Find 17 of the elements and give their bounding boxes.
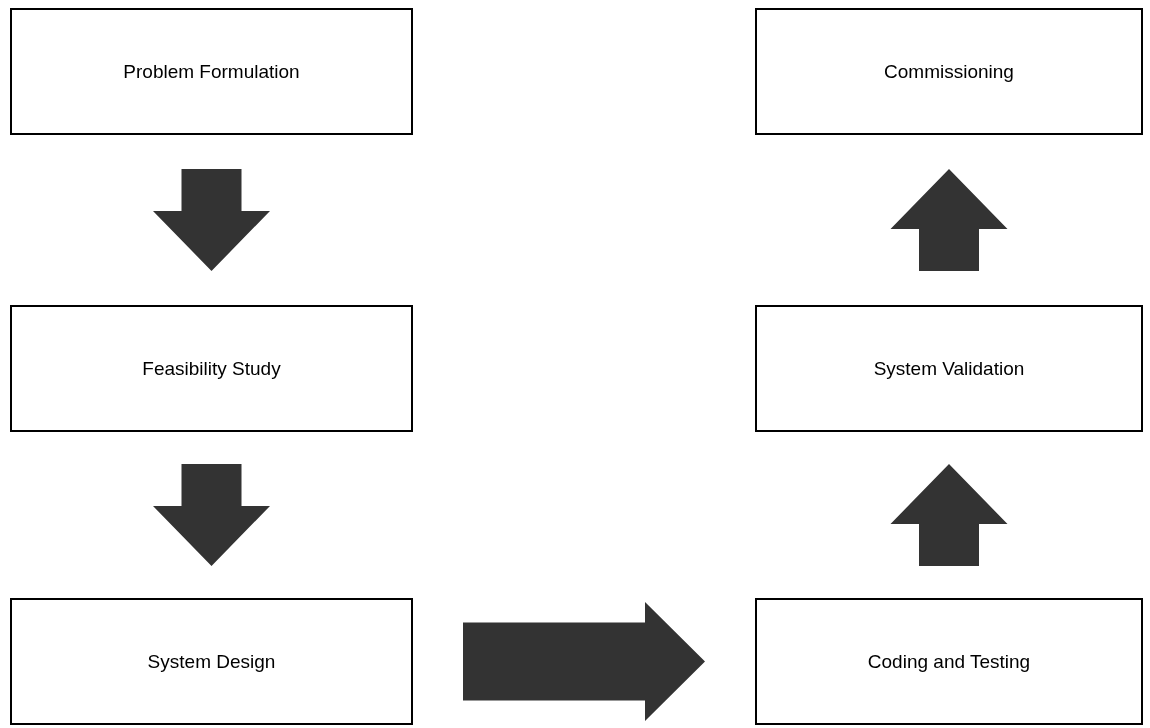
process-box <box>755 598 1143 725</box>
box-label: System Design <box>147 650 276 673</box>
box-label: Commissioning <box>884 60 1014 83</box>
process-box <box>10 8 413 135</box>
process-box <box>755 305 1143 432</box>
process-box <box>755 8 1143 135</box>
box-label: Coding and Testing <box>867 650 1031 673</box>
block-arrow <box>153 464 270 566</box>
box-label: Problem Formulation <box>123 60 300 83</box>
block-arrow <box>890 464 1008 566</box>
process-box <box>10 305 413 432</box>
box-label: Feasibility Study <box>142 357 281 380</box>
block-arrow <box>463 602 705 721</box>
process-box <box>10 598 413 725</box>
block-arrow <box>153 169 270 271</box>
block-arrow <box>890 169 1008 271</box>
box-label: System Validation <box>873 357 1025 380</box>
